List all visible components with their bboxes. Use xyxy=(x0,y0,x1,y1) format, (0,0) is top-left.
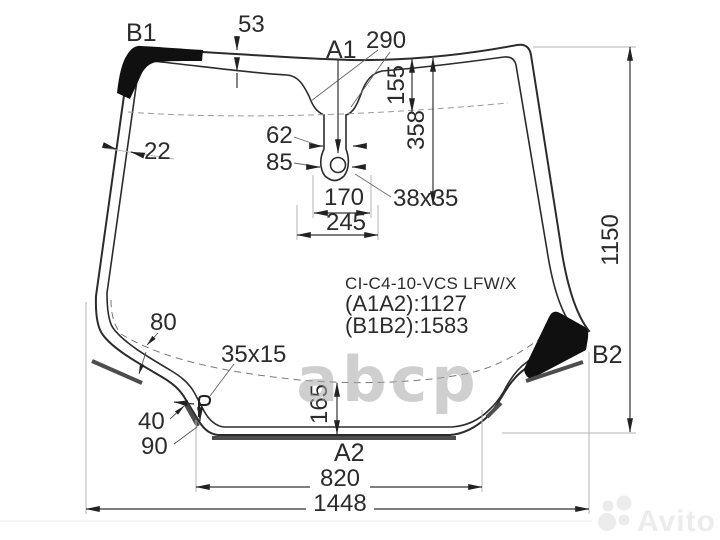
dim-38x35-leader xyxy=(354,173,392,198)
b1-corner-patch xyxy=(117,45,203,99)
dim-40-leader xyxy=(169,405,185,420)
dim-80-leader xyxy=(138,351,147,375)
dim-290-leader xyxy=(310,49,379,102)
part-info-block: CI-C4-10-VCS LFW/X (A1A2):1127 (B1B2):15… xyxy=(345,274,517,338)
avito-watermark-text: Avito xyxy=(637,505,716,538)
dim-label-290: 290 xyxy=(366,27,406,54)
part-dim-b1b2: (B1B2):1583 xyxy=(345,313,469,338)
molding-strip xyxy=(485,401,503,419)
dim-label-165: 165 xyxy=(306,384,333,424)
b2-corner-patch xyxy=(524,311,589,379)
avito-logo-dots xyxy=(598,495,632,531)
dim-label-358: 358 xyxy=(403,110,430,150)
dim-label-53: 53 xyxy=(238,11,265,38)
avito-watermark: Avito xyxy=(598,495,716,538)
part-dim-a1a2: (A1A2):1127 xyxy=(345,291,467,316)
extension-lines xyxy=(0,46,636,522)
clip-mark xyxy=(198,395,212,417)
molding-strip xyxy=(91,359,143,385)
label-b2: B2 xyxy=(592,341,623,369)
windshield-outer-outline xyxy=(94,43,591,436)
label-b1: B1 xyxy=(126,19,157,47)
part-code: CI-C4-10-VCS LFW/X xyxy=(345,274,517,293)
dim-85-leader xyxy=(293,162,314,167)
dim-label-22: 22 xyxy=(144,138,171,165)
mirror-mount-hole xyxy=(329,156,347,174)
dim-label-1448: 1448 xyxy=(313,490,366,517)
dim-label-62: 62 xyxy=(266,122,293,149)
dim-label-38x35: 38x35 xyxy=(393,185,458,212)
label-a1: A1 xyxy=(326,36,357,64)
dim-label-820: 820 xyxy=(320,465,360,492)
bottom-dashed-line xyxy=(110,299,569,384)
dim-label-155: 155 xyxy=(383,65,410,105)
dim-label-245: 245 xyxy=(326,209,366,236)
dim-label-85: 85 xyxy=(266,149,293,176)
shade-band-dashed-line xyxy=(127,102,509,117)
dim-90-leader xyxy=(173,426,198,445)
dim-62-leader xyxy=(293,136,318,146)
molding-strips xyxy=(91,359,584,440)
dim-label-35x15: 35x15 xyxy=(221,341,286,368)
label-a2: A2 xyxy=(334,439,365,467)
watermark-abcp: abcp xyxy=(296,343,479,416)
clip-width-arrow xyxy=(173,400,195,407)
dimensions xyxy=(85,36,633,512)
windshield-inner-outline xyxy=(106,56,574,428)
dim-22-arrow xyxy=(130,151,146,159)
dim-label-1150: 1150 xyxy=(597,214,624,266)
dim-label-90: 90 xyxy=(141,433,168,460)
dim-22-arrow xyxy=(101,142,117,150)
molding-strip xyxy=(525,360,584,383)
dimension-labels: B1 53 A1 290 155 358 22 62 85 170 245 38… xyxy=(126,11,624,517)
glass-outlines xyxy=(94,43,591,436)
dim-290-leader xyxy=(350,51,391,108)
dim-label-80: 80 xyxy=(150,309,177,336)
dim-80-leader xyxy=(146,332,159,346)
dim-label-40: 40 xyxy=(138,408,165,435)
dim-label-170: 170 xyxy=(324,184,364,211)
dim-35x15-leader xyxy=(209,363,235,397)
